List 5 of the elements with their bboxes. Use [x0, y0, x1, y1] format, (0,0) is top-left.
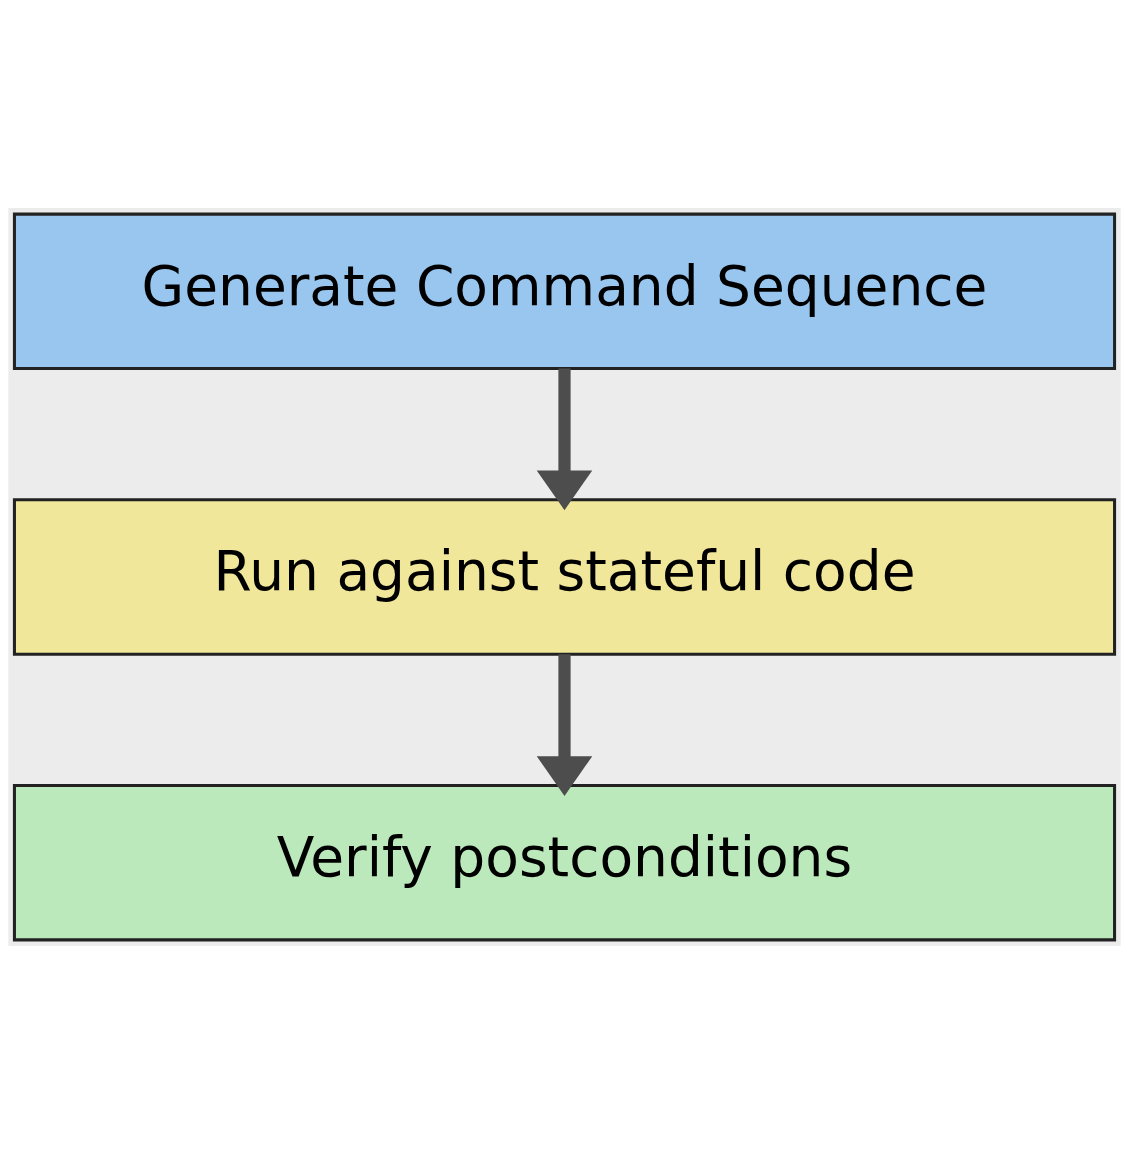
arrow — [536, 653, 593, 796]
node-box: Generate Command Sequence — [12, 212, 1117, 370]
node-box: Verify postconditions — [12, 783, 1117, 941]
node-box: Run against stateful code — [12, 497, 1117, 656]
arrow — [536, 368, 593, 510]
